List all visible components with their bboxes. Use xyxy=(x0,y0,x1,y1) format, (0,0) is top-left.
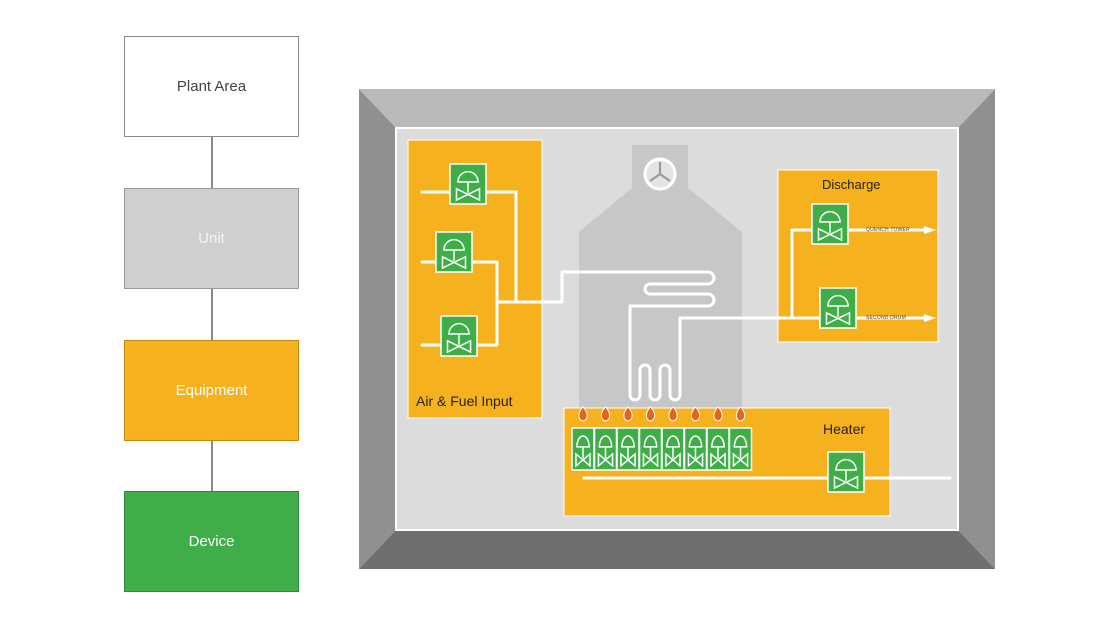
valve-device-icon xyxy=(571,427,595,471)
valve-device-icon xyxy=(616,427,640,471)
flame-icon xyxy=(623,406,633,422)
frame-right xyxy=(958,88,996,570)
valve-device-icon xyxy=(593,427,618,471)
process-vessel xyxy=(579,145,742,408)
frame-bottom xyxy=(358,530,996,570)
valve-device-icon xyxy=(706,427,730,471)
hierarchy-box-plant-area: Plant Area xyxy=(124,36,299,137)
outlet-label-quench-tower: QUENCH TOWER xyxy=(866,227,910,233)
hierarchy-connector xyxy=(211,137,213,188)
flame-icon xyxy=(578,406,588,422)
hierarchy-label: Device xyxy=(188,533,235,550)
hierarchy-label: Plant Area xyxy=(176,78,247,95)
hierarchy-box-equipment: Equipment xyxy=(124,340,299,441)
zone-label-heater: Heater xyxy=(823,421,866,437)
hierarchy-connector xyxy=(211,289,213,340)
valve-device-icon xyxy=(728,427,753,471)
flame-icon xyxy=(645,406,656,422)
valve-device-icon xyxy=(638,427,663,471)
valve-device-icon xyxy=(683,427,708,471)
valve-device-icon xyxy=(661,427,685,471)
hierarchy-label: Unit xyxy=(198,230,225,247)
zone-label-discharge: Discharge xyxy=(822,177,881,192)
flame-icon xyxy=(668,406,678,422)
frame-top xyxy=(358,88,996,128)
zone-label-air-fuel-input: Air & Fuel Input xyxy=(416,393,513,409)
hierarchy-connector xyxy=(211,441,213,491)
hierarchy-label: Equipment xyxy=(175,382,248,399)
zone-discharge xyxy=(777,169,939,343)
flame-icon xyxy=(690,406,701,422)
valve-device-icon xyxy=(449,163,487,205)
valve-device-icon xyxy=(435,231,473,273)
valve-device-icon xyxy=(440,315,478,357)
frame-outline xyxy=(357,87,997,571)
frame-left xyxy=(358,88,396,570)
hierarchy-box-unit: Unit xyxy=(124,188,299,289)
flame-icon xyxy=(713,406,723,422)
valve-device-icon xyxy=(811,203,849,245)
valve-device-icon xyxy=(827,451,865,493)
valve-device-icon xyxy=(819,287,857,329)
flame-icon xyxy=(735,406,746,422)
outlet-label-second-drum: SECOND DRUM xyxy=(866,315,906,321)
flame-icon xyxy=(600,406,611,422)
hierarchy-box-device: Device xyxy=(124,491,299,592)
